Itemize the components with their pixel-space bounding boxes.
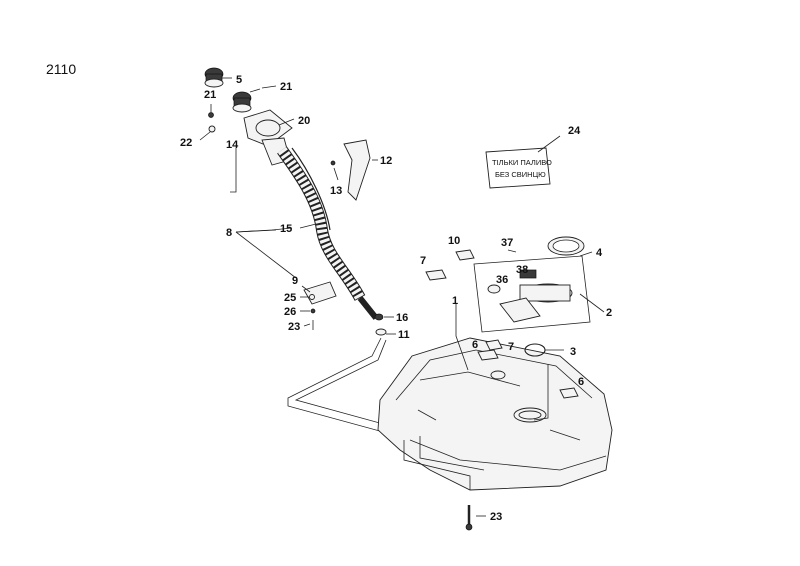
washer-25 — [309, 294, 315, 300]
screw-37 — [507, 249, 517, 253]
callout-7-top: 7 — [420, 255, 426, 267]
fuel-pump-module — [487, 269, 573, 323]
callout-3: 3 — [570, 346, 576, 358]
callout-10: 10 — [448, 235, 460, 247]
hose-clamp-16 — [374, 313, 384, 321]
callout-37: 37 — [501, 237, 513, 249]
callout-21-left: 21 — [204, 89, 216, 101]
callout-21-right: 21 — [280, 81, 292, 93]
heat-shield-12 — [330, 139, 371, 201]
callout-20: 20 — [298, 115, 310, 127]
clamp-11 — [375, 328, 387, 336]
callout-25: 25 — [284, 292, 296, 304]
callout-24: 24 — [568, 125, 581, 137]
callout-16: 16 — [396, 312, 408, 324]
bolt-21-left — [208, 112, 214, 118]
nut-26 — [310, 308, 316, 314]
label-pad-6a — [485, 339, 503, 351]
filler-pipe-lower — [357, 296, 379, 320]
washer-22 — [208, 125, 216, 133]
sign-line-2: БЕЗ СВИНЦЮ — [495, 170, 546, 179]
callout-12: 12 — [380, 155, 392, 167]
callout-15: 15 — [280, 223, 292, 235]
label-pad-10 — [455, 249, 475, 261]
callout-26: 26 — [284, 306, 296, 318]
callout-23-left: 23 — [288, 321, 300, 333]
label-sign-24: ТІЛЬКИ ПАЛИВО БЕЗ СВИНЦЮ — [485, 147, 552, 189]
callout-1: 1 — [452, 295, 458, 307]
filler-cap-upper — [204, 67, 224, 88]
callout-7-lower: 7 — [508, 341, 514, 353]
filler-hose — [277, 146, 366, 301]
callout-36: 36 — [496, 274, 508, 286]
vapor-line-inner — [294, 339, 399, 429]
tank-strap — [403, 440, 471, 490]
label-pad-6b — [559, 387, 579, 399]
leader-lines — [199, 77, 605, 517]
callout-6-right: 6 — [578, 376, 584, 388]
callout-2: 2 — [606, 307, 612, 319]
callout-13: 13 — [330, 185, 342, 197]
callout-11: 11 — [398, 329, 410, 341]
bolt-head-23 — [465, 523, 473, 531]
callout-23-bottom: 23 — [490, 511, 502, 523]
tank-strap-2 — [419, 436, 485, 471]
callout-9: 9 — [292, 275, 298, 287]
sign-line-1: ТІЛЬКИ ПАЛИВО — [492, 158, 552, 167]
callout-14: 14 — [226, 139, 239, 151]
callout-6-top: 6 — [472, 339, 478, 351]
callout-8: 8 — [226, 227, 232, 239]
label-pad-7b — [477, 349, 499, 361]
filler-cap-lower — [232, 91, 252, 113]
fuel-pump-box — [473, 255, 591, 333]
screw-21-right — [249, 88, 261, 93]
label-pad-7a — [425, 269, 447, 281]
callout-4: 4 — [596, 247, 603, 259]
lock-ring-4 — [547, 236, 585, 256]
model-label: 2110 — [46, 61, 76, 77]
callout-22: 22 — [180, 137, 192, 149]
fuel-tank — [377, 337, 613, 491]
callout-5: 5 — [236, 74, 242, 86]
callout-38: 38 — [516, 264, 528, 276]
bracket-9 — [303, 281, 337, 305]
